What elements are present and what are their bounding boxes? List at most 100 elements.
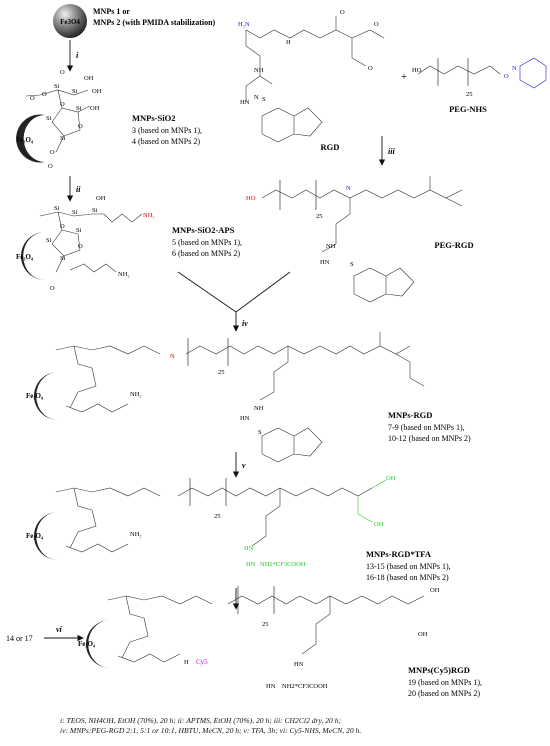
svg-text:H: H [286, 39, 291, 46]
start-label-2: MNPs 2 (with PMIDA stabilization) [93, 18, 216, 27]
svg-text:N: N [254, 94, 259, 101]
svg-text:Si: Si [46, 115, 52, 122]
svg-text:S: S [258, 429, 262, 436]
svg-text:HN: HN [240, 415, 250, 422]
rgd-l2: 10-12 (based on MNPs 2) [388, 434, 471, 443]
svg-text:Fe₃O₄: Fe₃O₄ [26, 392, 44, 400]
cy5-tag: Cy5 [196, 658, 208, 666]
svg-text:HN: HN [266, 683, 276, 690]
rgd-name: MNPs-RGD [388, 410, 432, 420]
svg-text:Si: Si [76, 227, 82, 234]
step-iii-label: iii [388, 147, 395, 156]
rgd-amide-n: N [170, 353, 175, 360]
svg-text:HN: HN [320, 259, 330, 266]
svg-text:Si: Si [72, 88, 78, 95]
svg-text:Fe₃O₄: Fe₃O₄ [78, 640, 96, 648]
sio2-name: MNPs-SiO2 [132, 113, 175, 123]
svg-text:OH: OH [92, 88, 102, 95]
core-label-1: Fe₃O₄ [16, 136, 34, 144]
svg-text:O: O [60, 101, 65, 108]
svg-text:N: N [512, 65, 517, 72]
mnps-cy5-structure [86, 586, 425, 668]
tfa-guan: HN [246, 561, 256, 568]
svg-text:NH₂: NH₂ [143, 212, 155, 219]
svg-text:OH: OH [84, 75, 94, 82]
converge-lines [177, 271, 291, 313]
mnps-rgd-structure [34, 332, 425, 463]
cy5-nh2-salt: NH2*CF3COOH [282, 683, 328, 690]
start-core-label: Fe3O4 [60, 18, 80, 26]
core-label-2: Fe₃O₄ [16, 253, 34, 261]
particle-crescent-1 [16, 114, 45, 163]
tfa-nh: HN [244, 545, 254, 552]
svg-text:NH₂: NH₂ [130, 391, 142, 398]
step-i-label: i [76, 51, 79, 60]
svg-text:NH: NH [326, 243, 336, 250]
step-v-label: v [242, 461, 246, 470]
svg-text:NH: NH [254, 405, 264, 412]
peg-nhs-molecule [417, 57, 547, 89]
cy5-name: MNPs(Cy5)RGD [408, 665, 470, 675]
svg-text:NH₂: NH₂ [118, 271, 130, 278]
mnps-tfa-structure [34, 478, 387, 560]
svg-text:H: H [184, 659, 189, 666]
svg-text:Si: Si [54, 83, 60, 90]
start-label-1: MNPs 1 or [93, 7, 130, 16]
start-mnp: Fe3O4 MNPs 1 or MNPs 2 (with PMIDA stabi… [53, 4, 216, 38]
svg-text:25: 25 [316, 213, 323, 220]
rgd-molecule [245, 16, 385, 143]
svg-text:Si: Si [60, 135, 66, 142]
tfa-l2: 16-18 (based on MNPs 2) [366, 573, 449, 582]
svg-text:O: O [78, 123, 83, 130]
svg-text:O: O [78, 243, 83, 250]
svg-text:OH: OH [96, 195, 106, 202]
svg-text:O: O [48, 163, 53, 170]
svg-text:NH₂: NH₂ [130, 531, 142, 538]
svg-text:OH: OH [430, 587, 440, 594]
sio2-l1: 3 (based on MNPs 1), [132, 126, 202, 135]
tfa-oh-1: OH [386, 475, 396, 482]
step-vi-label: vi [56, 625, 63, 634]
svg-text:NH: NH [254, 67, 264, 74]
peg-nhs-label: PEG-NHS [449, 104, 487, 114]
cy5-l2: 20 (based on MNPs 2) [408, 689, 480, 698]
tfa-name: MNPs-RGD*TFA [366, 549, 432, 559]
svg-text:25: 25 [466, 91, 473, 98]
svg-text:O: O [50, 149, 55, 156]
aps-l2: 6 (based on MNPs 2) [172, 249, 240, 258]
peg-rgd-ho: HO [246, 195, 256, 202]
caption-line-2: iv: MNPs:PEG-RGD 2:1, 5:1 or 10:1, HBTU,… [60, 726, 362, 735]
svg-text:HO: HO [412, 67, 422, 74]
svg-text:O: O [60, 69, 65, 76]
peg-rgd-molecule [261, 176, 463, 303]
aps-l1: 5 (based on MNPs 1), [172, 238, 242, 247]
svg-text:S: S [350, 261, 354, 268]
step-ii-label: ii [76, 185, 81, 194]
svg-text:O: O [374, 21, 379, 28]
svg-text:OH: OH [418, 631, 428, 638]
plus-sign: + [401, 71, 407, 83]
tfa-nh2-salt: NH2*CF3COOH [260, 561, 306, 568]
reaction-conditions-caption: i: TEOS, NH4OH, EtOH (70%), 20 h; ii: AP… [60, 716, 540, 736]
svg-text:O: O [504, 73, 509, 80]
rgd-label: RGD [321, 142, 340, 152]
step-iv-label: iv [242, 319, 248, 328]
svg-text:25: 25 [218, 369, 225, 376]
svg-text:O: O [42, 91, 47, 98]
svg-text:25: 25 [262, 621, 269, 628]
svg-text:OH: OH [90, 105, 100, 112]
svg-text:O: O [50, 285, 55, 292]
rgd-l1: 7-9 (based on MNPs 1), [388, 423, 465, 432]
tfa-oh-2: OH [374, 521, 384, 528]
svg-text:Si: Si [46, 237, 52, 244]
svg-text:Si: Si [92, 207, 98, 214]
svg-text:Si: Si [54, 205, 60, 212]
svg-text:Si: Si [76, 105, 82, 112]
sio2-l2: 4 (based on MNPs 2) [132, 137, 200, 146]
tfa-l1: 13-15 (based on MNPs 1), [366, 562, 451, 571]
svg-text:Si: Si [60, 255, 66, 262]
aps-name: MNPs-SiO2-APS [172, 225, 235, 235]
cy5-l1: 19 (based on MNPs 1), [408, 678, 482, 687]
